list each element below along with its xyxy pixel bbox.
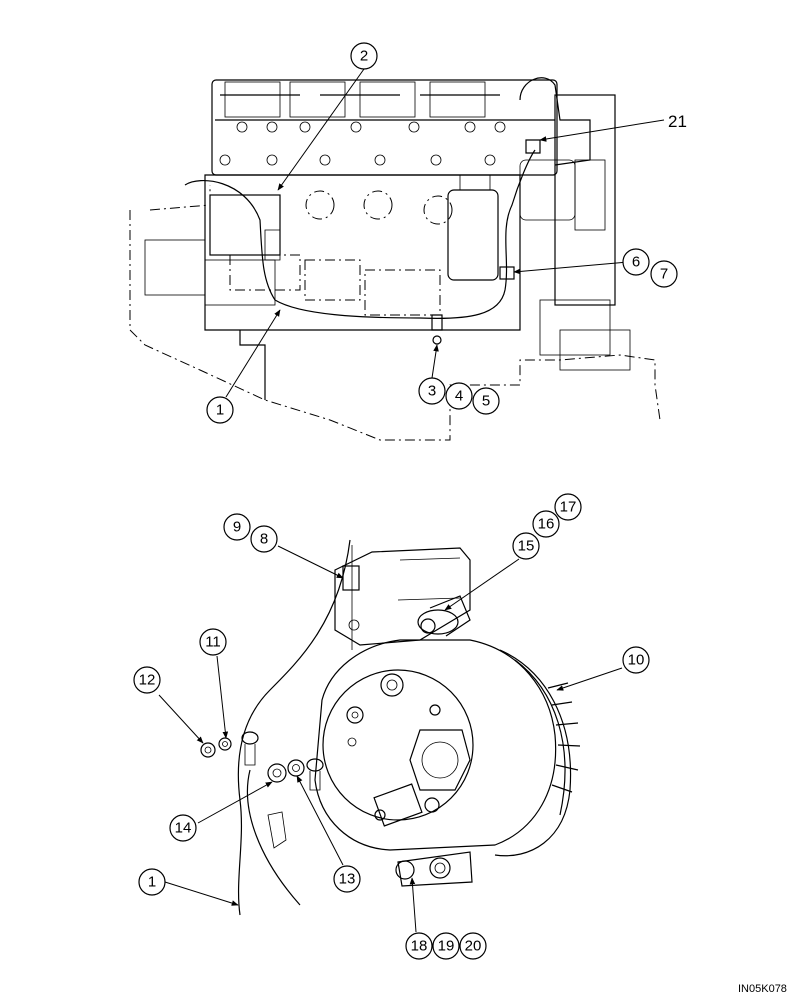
reference-code: IN05K078 (738, 983, 787, 995)
svg-text:16: 16 (538, 516, 555, 533)
svg-text:4: 4 (455, 388, 463, 405)
svg-text:14: 14 (175, 820, 192, 837)
callout-6: 6 (622, 248, 650, 276)
leader-lines (158, 68, 665, 933)
callout-7: 7 (650, 260, 678, 288)
svg-text:9: 9 (233, 519, 241, 536)
callout-1-bottom: 1 (138, 868, 166, 896)
callout-15: 15 (512, 532, 540, 560)
svg-text:20: 20 (465, 938, 482, 955)
svg-text:10: 10 (628, 652, 645, 669)
svg-text:17: 17 (560, 499, 577, 516)
callout-21: 21 (668, 112, 687, 131)
svg-text:15: 15 (518, 538, 535, 555)
svg-text:18: 18 (411, 938, 428, 955)
callout-8: 8 (250, 525, 278, 553)
cover-bolts (219, 121, 506, 166)
svg-text:2: 2 (360, 48, 368, 65)
svg-text:1: 1 (216, 402, 224, 419)
svg-text:7: 7 (660, 266, 668, 283)
callout-11: 11 (199, 628, 227, 656)
callout-4: 4 (445, 382, 473, 410)
callout-13: 13 (333, 865, 361, 893)
svg-text:5: 5 (482, 393, 490, 410)
svg-text:12: 12 (139, 672, 156, 689)
callout-1-top: 1 (206, 396, 234, 424)
callout-17: 17 (554, 493, 582, 521)
callout-19: 19 (432, 932, 460, 960)
callout-18: 18 (405, 932, 433, 960)
callout-5: 5 (472, 387, 500, 415)
svg-text:11: 11 (205, 634, 221, 651)
svg-text:3: 3 (428, 383, 436, 400)
callout-9: 9 (223, 513, 251, 541)
callout-14: 14 (169, 814, 197, 842)
svg-text:13: 13 (339, 871, 356, 888)
callout-20: 20 (459, 932, 487, 960)
callout-2: 2 (350, 42, 378, 70)
callout-16: 16 (532, 510, 560, 538)
alternator-drawing (200, 539, 581, 916)
callout-10: 10 (622, 646, 650, 674)
svg-text:8: 8 (260, 531, 268, 548)
svg-text:1: 1 (148, 874, 156, 891)
callout-12: 12 (133, 666, 161, 694)
svg-text:6: 6 (632, 254, 640, 271)
svg-text:19: 19 (438, 938, 455, 955)
engine-drawing (129, 77, 661, 441)
callout-3: 3 (418, 377, 446, 405)
